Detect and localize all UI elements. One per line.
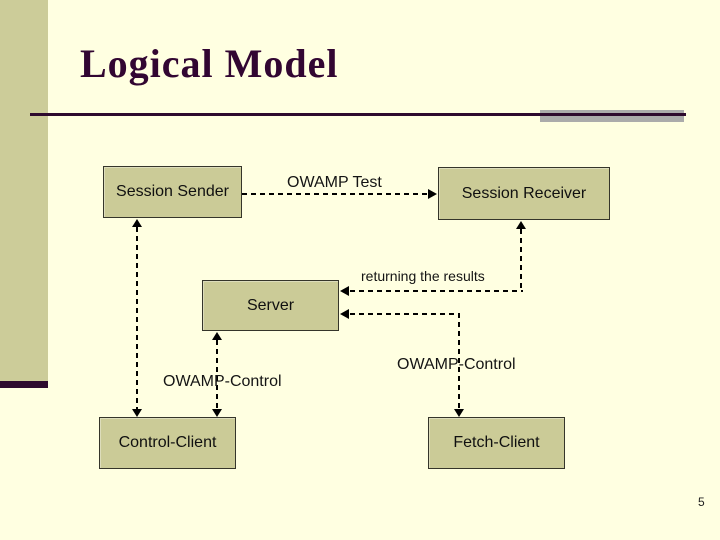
node-label: Session Sender	[116, 183, 229, 200]
connector-receiver-elbow-vertical	[520, 229, 522, 292]
connector-server-fetchclient-vertical	[458, 313, 460, 409]
arrowhead-into-server-bottom-icon	[212, 332, 222, 340]
node-label: Fetch-Client	[453, 434, 540, 451]
label-owamp-control-right: OWAMP-Control	[397, 356, 516, 373]
arrowhead-into-receiver-bottom-icon	[516, 221, 526, 229]
node-label: Control-Client	[118, 434, 217, 451]
arrowhead-into-receiver-icon	[428, 189, 437, 199]
arrowhead-into-fetchclient-icon	[454, 409, 464, 417]
arrowhead-into-sender-icon	[132, 219, 142, 227]
arrowhead-into-server-returning-icon	[340, 286, 349, 296]
label-returning-results: returning the results	[361, 268, 485, 284]
node-session-sender: Session Sender	[103, 166, 242, 218]
node-fetch-client: Fetch-Client	[428, 417, 565, 469]
arrowhead-into-server-control-icon	[340, 309, 349, 319]
node-session-receiver: Session Receiver	[438, 167, 610, 220]
connector-returning-results	[350, 290, 523, 292]
connector-owamp-test	[242, 193, 428, 195]
node-server: Server	[202, 280, 339, 331]
arrowhead-into-controlclient-left-icon	[132, 409, 142, 417]
label-owamp-control-left: OWAMP-Control	[163, 373, 282, 390]
node-control-client: Control-Client	[99, 417, 236, 469]
arrowhead-into-controlclient-right-icon	[212, 409, 222, 417]
connector-server-fetchclient-horizontal	[350, 313, 459, 315]
connector-server-controlclient	[216, 340, 218, 409]
slide-title: Logical Model	[80, 41, 339, 86]
label-owamp-test: OWAMP Test	[287, 174, 382, 191]
node-label: Session Receiver	[461, 184, 587, 202]
sidebar-accent-bar	[0, 381, 48, 388]
node-label: Server	[246, 296, 295, 314]
sidebar-accent-panel	[0, 0, 48, 382]
title-rule	[30, 113, 686, 116]
connector-sender-controlclient	[136, 227, 138, 409]
title-rule-gray-segment	[540, 110, 684, 122]
page-number: 5	[698, 495, 705, 509]
